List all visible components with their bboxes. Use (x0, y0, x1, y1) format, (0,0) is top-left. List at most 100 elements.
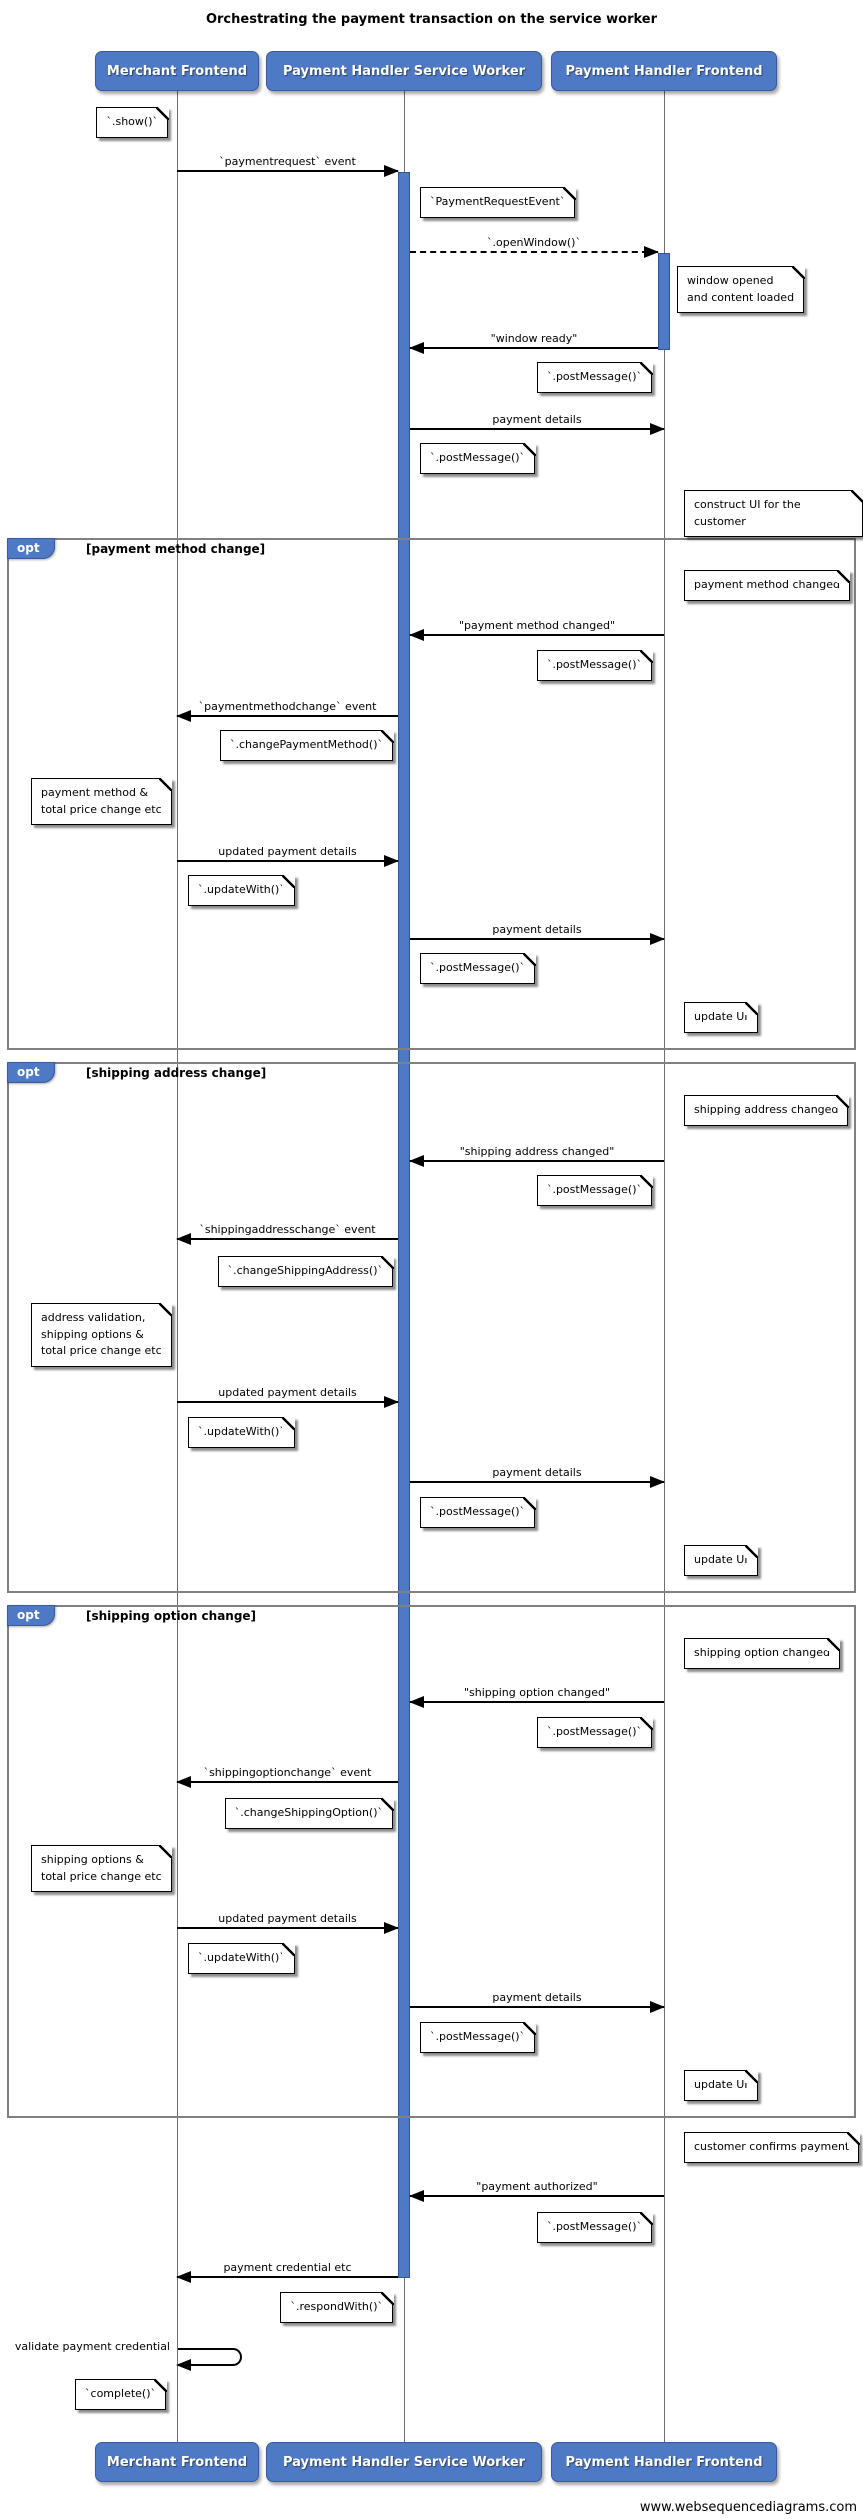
note-update-ui: update UI (684, 2069, 758, 2101)
note-window-opened-and-content-loaded: window opened and content loaded (677, 265, 805, 313)
message-label: "shipping option changed" (463, 1686, 611, 1699)
message-label: "shipping address changed" (459, 1145, 615, 1158)
message-arrow-updated-payment-details: updated payment details (177, 845, 399, 867)
note-updatewith: `.updateWith()` (188, 1416, 296, 1448)
opt-condition-label: [shipping option change] (86, 1609, 257, 1623)
message-label: `paymentmethodchange` event (198, 700, 377, 713)
message-label: payment details (492, 413, 582, 426)
note-postmessage: `.postMessage()` (536, 2211, 653, 2243)
note-shipping-options-total-price-change-etc: shipping options & total price change et… (31, 1844, 172, 1892)
activation-payment-handler-frontend (658, 253, 670, 350)
message-arrow-paymentmethodchange-event: `paymentmethodchange` event (176, 700, 398, 722)
message-label: `shippingaddresschange` event (199, 1223, 376, 1236)
note-payment-method-total-price-change-etc: payment method & total price change etc (31, 777, 172, 825)
arrowhead-left-icon (176, 710, 191, 722)
arrowhead-right-icon (384, 1396, 399, 1408)
participant-payment-handler-frontend-bottom: Payment Handler Frontend (551, 2442, 777, 2482)
opt-fragment-shipping-option-change: opt [shipping option change] (7, 1605, 856, 2118)
message-arrow-payment-method-changed: "payment method changed" (409, 619, 664, 641)
message-arrow-payment-authorized: "payment authorized" (409, 2180, 664, 2202)
note-changepaymentmethod: `.changePaymentMethod()` (220, 729, 394, 761)
arrowhead-left-icon (176, 2359, 191, 2371)
message-arrow-shippingoptionchange-event: `shippingoptionchange` event (176, 1766, 398, 1788)
message-label: `shippingoptionchange` event (203, 1766, 372, 1779)
arrowhead-left-icon (176, 1776, 191, 1788)
arrowhead-left-icon (409, 342, 424, 354)
message-arrow-shipping-address-changed: "shipping address changed" (409, 1145, 664, 1167)
arrowhead-left-icon (409, 1696, 424, 1708)
arrowhead-right-icon (650, 933, 665, 945)
participant-payment-handler-frontend-top: Payment Handler Frontend (551, 51, 777, 91)
note-postmessage: `.postMessage()` (536, 1716, 653, 1748)
participant-merchant-frontend-bottom: Merchant Frontend (95, 2442, 259, 2482)
note-updatewith: `.updateWith()` (188, 874, 296, 906)
message-label: payment details (492, 923, 582, 936)
arrowhead-right-icon (650, 1476, 665, 1488)
note-shipping-option-changed: shipping option changed (684, 1637, 841, 1669)
note-postmessage: `.postMessage()` (420, 1496, 536, 1528)
watermark: www.websequencediagrams.com (639, 2500, 857, 2515)
arrowhead-right-icon (650, 2001, 665, 2013)
opt-keyword-tab: opt (7, 1605, 55, 1626)
message-label: payment credential etc (223, 2261, 352, 2274)
arrowhead-right-icon (384, 855, 399, 867)
note-address-validation-shipping-options-total-price-change-etc: address validation, shipping options & t… (31, 1302, 172, 1367)
arrowhead-right-icon (644, 246, 659, 258)
message-label: updated payment details (218, 845, 357, 858)
note-postmessage: `.postMessage()` (420, 952, 536, 984)
opt-keyword-tab: opt (7, 538, 55, 559)
note-changeshippingaddress: `.changeShippingAddress()` (217, 1255, 394, 1287)
message-label: payment details (492, 1991, 582, 2004)
message-arrow-shipping-option-changed: "shipping option changed" (409, 1686, 664, 1708)
message-label: `paymentrequest` event (219, 155, 356, 168)
note-update-ui: update UI (684, 1544, 758, 1576)
self-message-label: validate payment credential (14, 2340, 170, 2353)
note-postmessage: `.postMessage()` (536, 361, 653, 393)
opt-condition-label: [payment method change] (86, 542, 266, 556)
note-respondwith: `.respondWith()` (280, 2291, 394, 2323)
message-label: `.openWindow()` (487, 236, 581, 249)
note-postmessage: `.postMessage()` (536, 649, 653, 681)
arrowhead-right-icon (384, 1922, 399, 1934)
note-paymentrequestevent: `PaymentRequestEvent` (420, 186, 577, 218)
note-updatewith: `.updateWith()` (188, 1942, 296, 1974)
message-arrow-payment-details: payment details (410, 413, 665, 435)
note-show: `.show()` (96, 106, 169, 138)
message-label: payment details (492, 1466, 582, 1479)
arrowhead-left-icon (409, 2190, 424, 2202)
message-arrow-window-ready: "window ready" (409, 332, 658, 354)
lifeline-payment-handler-frontend (664, 91, 665, 2442)
arrowhead-left-icon (176, 1233, 191, 1245)
note-payment-method-changed: payment method changed (684, 569, 851, 601)
message-arrow-openwindow: `.openWindow()` (410, 236, 659, 258)
message-arrow-payment-credential-etc: payment credential etc (176, 2261, 398, 2283)
arrowhead-left-icon (409, 629, 424, 641)
note-postmessage: `.postMessage()` (420, 442, 536, 474)
message-arrow-paymentrequest-event: `paymentrequest` event (177, 155, 399, 177)
note-shipping-address-changed: shipping address changed (684, 1094, 850, 1126)
note-update-ui: update UI (684, 1001, 758, 1033)
message-label: updated payment details (218, 1386, 357, 1399)
note-construct-ui-for-the-customer: construct UI for the customer (684, 489, 863, 537)
participant-payment-handler-service-worker-top: Payment Handler Service Worker (266, 51, 542, 91)
activation-service-worker (398, 172, 410, 2278)
arrowhead-left-icon (409, 1155, 424, 1167)
message-arrow-payment-details: payment details (410, 1466, 665, 1488)
opt-fragment-shipping-address-change: opt[shipping address change] (7, 1062, 856, 1593)
participant-payment-handler-service-worker-bottom: Payment Handler Service Worker (266, 2442, 542, 2482)
participant-merchant-frontend-top: Merchant Frontend (95, 51, 259, 91)
message-arrow-payment-details: payment details (410, 1991, 665, 2013)
opt-keyword-tab: opt (7, 1062, 55, 1083)
message-label: updated payment details (218, 1912, 357, 1925)
diagram-title: Orchestrating the payment transaction on… (205, 12, 658, 27)
opt-fragment-payment-method-change: opt [payment method change] (7, 538, 856, 1050)
note-postmessage: `.postMessage()` (536, 1174, 653, 1206)
self-message-loop (176, 2348, 242, 2371)
message-label: "payment authorized" (476, 2180, 598, 2193)
lifeline-merchant-frontend (177, 91, 178, 2442)
arrowhead-right-icon (384, 165, 399, 177)
message-label: "payment method changed" (458, 619, 616, 632)
arrowhead-left-icon (176, 2271, 191, 2283)
message-arrow-payment-details: payment details (410, 923, 665, 945)
